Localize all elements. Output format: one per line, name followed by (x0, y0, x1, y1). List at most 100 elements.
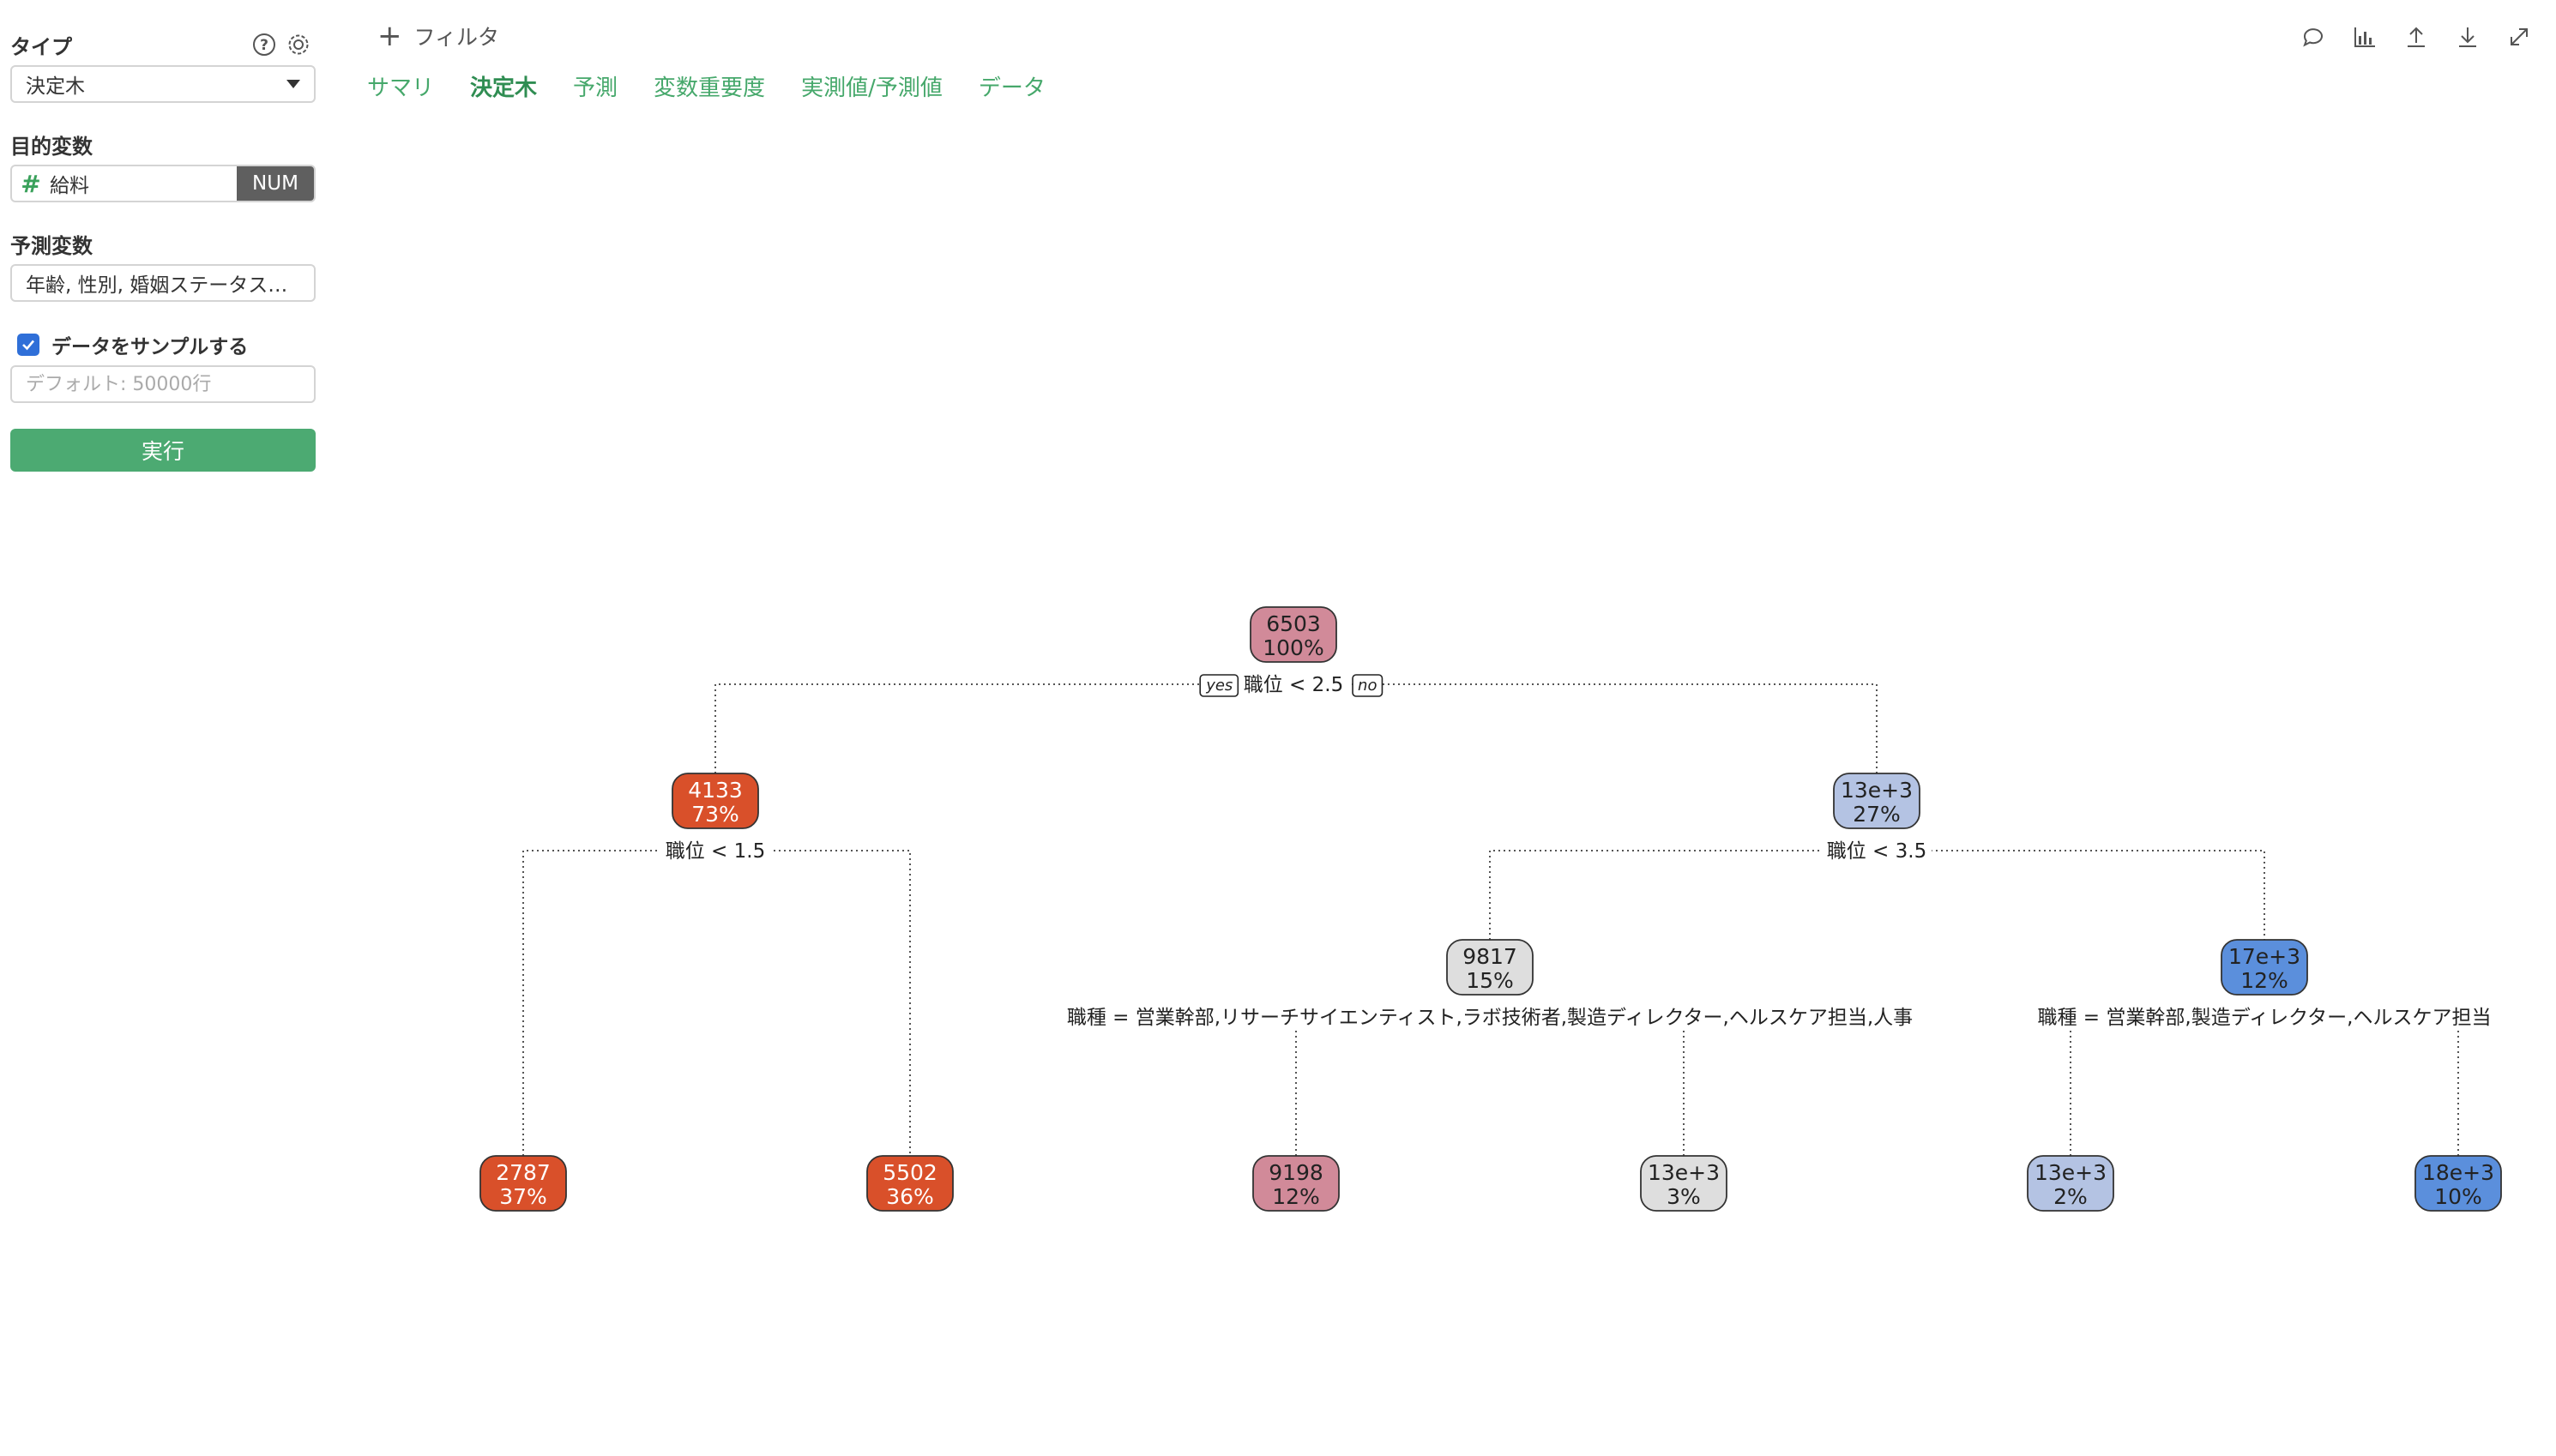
tree-node-box (2221, 939, 2308, 996)
tree-node-box (1833, 773, 1920, 829)
tree-node-percent: 37% (499, 1184, 547, 1209)
tree-node-value: 13e+3 (2035, 1160, 2107, 1185)
type-label: タイプ (10, 34, 72, 59)
tree-node: 17e+312% (2221, 939, 2308, 996)
tree-node-percent: 73% (691, 802, 739, 827)
tree-node-value: 17e+3 (2228, 944, 2300, 969)
settings-sidebar: タイプ ? 決定木 目的変数 # 給料 NUM 予測変数 年齢, 性別, 婚姻ス… (0, 0, 326, 1456)
tree-node-value: 9198 (1269, 1160, 1323, 1185)
tree-node-box (1446, 939, 1534, 996)
decision-tree-panel: 職位 < 2.5 yes no 職位 < 1.5 職位 < 3.5 職種 = 営業幹部,リ… (343, 129, 2547, 1432)
tree-node-box (479, 1155, 567, 1212)
chart-icon[interactable] (2347, 19, 2383, 55)
tree-node-value: 4133 (688, 778, 743, 803)
analysis-tabs: サマリ 決定木 予測 変数重要度 実測値/予測値 データ (367, 69, 1082, 103)
tree-node-percent: 10% (2434, 1184, 2482, 1209)
split-label: 職位 < 1.5 (666, 840, 765, 863)
tree-node-percent: 12% (1272, 1184, 1320, 1209)
split-label-background (660, 839, 771, 864)
tree-node-percent: 100% (1263, 635, 1323, 660)
tree-node-value: 18e+3 (2422, 1160, 2494, 1185)
type-select-value: 決定木 (26, 75, 85, 98)
yes-label: yes (1205, 677, 1233, 695)
sample-option[interactable]: データをサンプルする (10, 328, 316, 362)
sample-size-input[interactable] (10, 365, 316, 403)
split-label: 職位 < 3.5 (1827, 840, 1926, 863)
tree-node-value: 5502 (883, 1160, 937, 1185)
toolbar (2295, 19, 2537, 55)
filter-label: フィルタ (413, 25, 500, 50)
tree-node: 18e+310% (2414, 1155, 2502, 1212)
predictor-field-title: 予測変数 (10, 226, 316, 261)
tree-node-percent: 36% (886, 1184, 934, 1209)
no-label-box (1352, 674, 1383, 697)
tree-node-percent: 15% (1466, 968, 1514, 993)
tree-node-value: 13e+3 (1648, 1160, 1720, 1185)
tree-node-value: 6503 (1266, 611, 1321, 636)
run-button[interactable]: 実行 (10, 429, 316, 472)
target-variable-field[interactable]: # 給料 NUM (10, 165, 316, 202)
type-field-title: タイプ ? (10, 27, 316, 62)
split-label-background (1061, 1005, 1919, 1031)
caret-down-icon (286, 80, 300, 88)
decision-tree-diagram: 職位 < 2.5 yes no 職位 < 1.5 職位 < 3.5 職種 = 営業幹部,リ… (479, 606, 2502, 1212)
tree-node-value: 13e+3 (1841, 778, 1913, 803)
target-field-title: 目的変数 (10, 127, 316, 161)
expand-icon[interactable] (2501, 19, 2537, 55)
split-label-background (1821, 839, 1932, 864)
tree-node-box (672, 773, 759, 829)
tree-node-box (2414, 1155, 2502, 1212)
tree-edge (1295, 1016, 1685, 1156)
tree-node-percent: 27% (1853, 802, 1901, 827)
gear-icon[interactable] (281, 27, 316, 62)
tree-node-box (1250, 606, 1337, 663)
tab-data[interactable]: データ (978, 75, 1046, 101)
sample-label: データをサンプルする (51, 336, 249, 358)
split-label-background (2032, 1005, 2497, 1031)
tree-edge (2070, 1016, 2459, 1156)
yes-label-box (1199, 674, 1239, 697)
comment-icon[interactable] (2295, 19, 2331, 55)
export-icon[interactable] (2398, 19, 2434, 55)
tree-node-percent: 2% (2053, 1184, 2088, 1209)
predictor-variables-field[interactable]: 年齢, 性別, 婚姻ステータス… (10, 264, 316, 302)
svg-text:?: ? (260, 37, 268, 54)
plus-icon: + (377, 19, 402, 53)
tree-node-percent: 3% (1667, 1184, 1701, 1209)
split-label: 職種 = 営業幹部,リサーチサイエンティスト,ラボ技術者,製造ディレクター,ヘル… (1067, 1007, 1913, 1029)
tree-edge (522, 850, 911, 1156)
tree-node-box (1640, 1155, 1727, 1212)
help-icon[interactable]: ? (247, 27, 281, 62)
tree-node-box (866, 1155, 954, 1212)
split-label: 職位 < 2.5 (1244, 674, 1343, 696)
tree-node: 13e+33% (1640, 1155, 1727, 1212)
tree-node: 13e+327% (1833, 773, 1920, 829)
tree-node-percent: 12% (2240, 968, 2288, 993)
tab-variable-importance[interactable]: 変数重要度 (654, 75, 766, 101)
tab-actual-vs-predicted[interactable]: 実測値/予測値 (801, 75, 943, 101)
tree-node-value: 2787 (496, 1160, 551, 1185)
tab-decision-tree[interactable]: 決定木 (470, 75, 538, 101)
sample-checkbox[interactable] (17, 334, 39, 356)
split-label-background (1238, 672, 1349, 698)
download-icon[interactable] (2450, 19, 2486, 55)
type-badge: NUM (237, 166, 314, 201)
numeric-hash-icon: # (21, 169, 41, 198)
tab-prediction[interactable]: 予測 (573, 75, 618, 101)
tree-node-box (2027, 1155, 2114, 1212)
target-variable-name: 給料 (50, 175, 89, 197)
tree-node-value: 9817 (1462, 944, 1517, 969)
tree-node-box (1252, 1155, 1340, 1212)
predictor-label: 予測変数 (10, 233, 93, 258)
type-select[interactable]: 決定木 (10, 65, 316, 103)
target-label: 目的変数 (10, 134, 93, 159)
no-label: no (1358, 677, 1377, 695)
tab-summary[interactable]: サマリ (367, 75, 435, 101)
add-filter-button[interactable]: + フィルタ (377, 19, 499, 53)
